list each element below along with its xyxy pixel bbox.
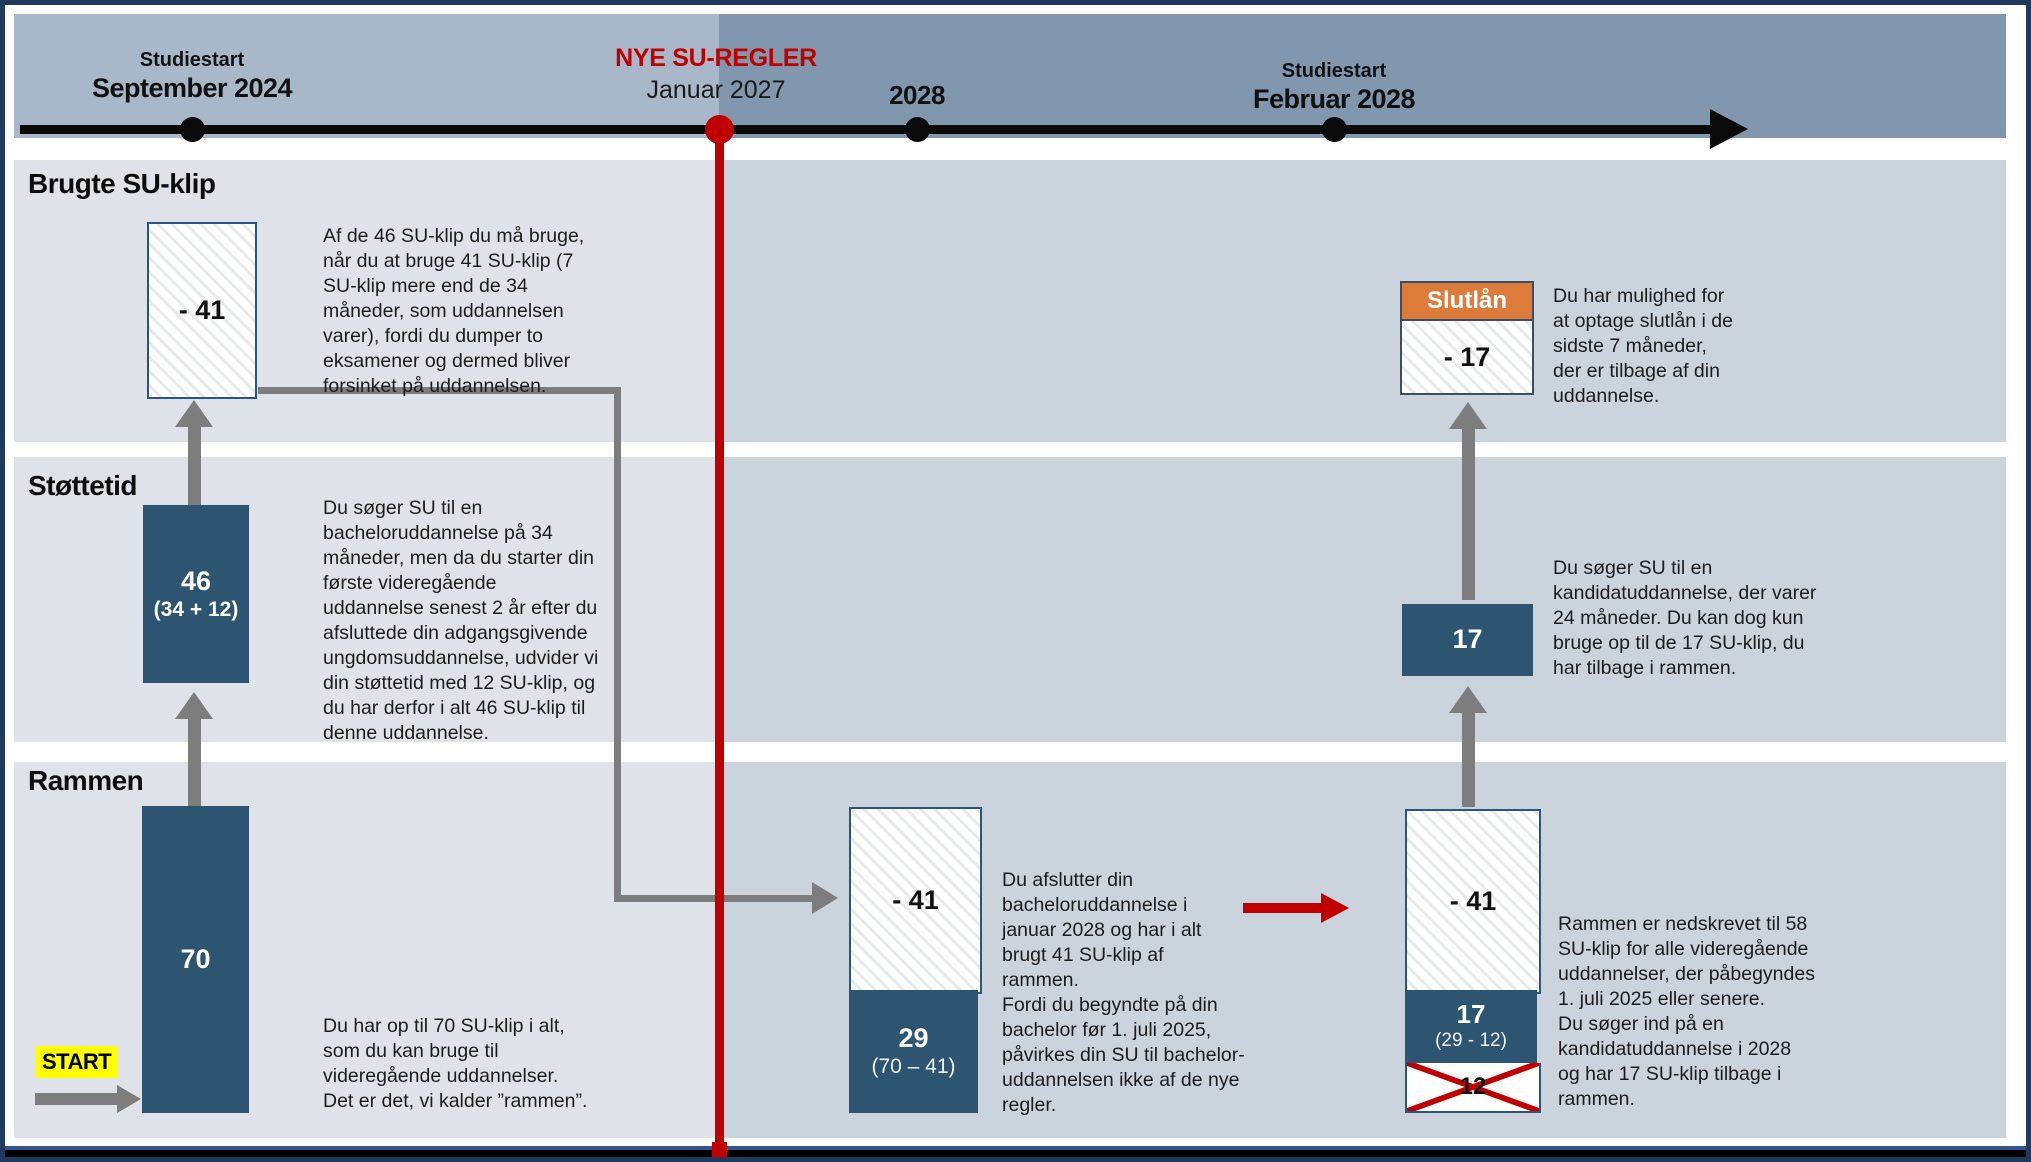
box-rammen-kandidat-removed-value: 12 (1459, 1073, 1487, 1100)
milestone-dot-2028 (905, 117, 930, 142)
bottom-blue-rule (5, 1146, 2026, 1150)
box-rammen-after-bachelor-used-value: - 41 (892, 885, 939, 915)
box-rammen-total: 70 (142, 806, 249, 1113)
arrow-up-17-to-slutlan-shaft (1462, 428, 1475, 600)
milestone-dot-februar-2028 (1322, 117, 1347, 142)
row-label-rammen: Rammen (28, 765, 144, 796)
elbow-connector-head (812, 882, 838, 914)
note-slutlan: Du har mulighed for at optage slutlån i … (1553, 285, 1733, 407)
box-brugte-bachelor: - 41 (147, 222, 257, 399)
note-rammen-after-bachelor: Du afslutter din bacheloruddannelse i ja… (1002, 869, 1245, 1116)
arrow-up-70-to-46-shaft (188, 718, 201, 806)
new-rules-title: NYE SU-REGLER (615, 44, 817, 72)
elbow-connector-bottom (614, 895, 814, 902)
start-arrow-head (117, 1085, 141, 1113)
red-transition-arrow-shaft (1243, 903, 1323, 913)
red-cross-icon (1407, 1063, 1539, 1111)
box-stottetid-bachelor-value: 46 (180, 565, 212, 596)
elbow-connector-vertical (614, 387, 621, 902)
arrow-up-17-to-slutlan-head (1449, 402, 1487, 429)
timeline-arrowhead-icon (1710, 109, 1748, 149)
note-brugte-bachelor: Af de 46 SU-klip du må bruge, når du at … (323, 225, 585, 397)
start-arrow-shaft (35, 1093, 119, 1105)
milestone-label-2028: 2028 (889, 80, 945, 110)
arrow-up-46-to-41-shaft (188, 426, 201, 505)
note-stottetid-kandidat: Du søger SU til en kandidatuddannelse, d… (1553, 557, 1817, 679)
box-rammen-total-value: 70 (180, 943, 211, 974)
box-rammen-after-bachelor: 29 (70 – 41) (849, 990, 978, 1113)
box-rammen-after-bachelor-used: - 41 (849, 807, 982, 994)
box-stottetid-kandidat: 17 (1402, 604, 1533, 676)
box-stottetid-kandidat-value: 17 (1452, 624, 1483, 655)
arrow-up-46-to-41-head (175, 400, 213, 427)
header-band-right (719, 14, 2006, 138)
slutlan-title: Slutlån (1402, 283, 1532, 321)
note-rammen-kandidat: Rammen er nedskrevet til 58 SU-klip for … (1558, 913, 1815, 1110)
band-brugte-right (719, 160, 2006, 442)
row-label-stottetid: Støttetid (28, 470, 138, 501)
box-rammen-kandidat-value: 17 (1456, 999, 1486, 1030)
box-rammen-after-bachelor-value: 29 (898, 1023, 929, 1054)
new-rules-divider-foot (712, 1142, 727, 1162)
milestone-kicker-september-2024: Studiestart (139, 49, 245, 71)
milestone-label-september-2024: September 2024 (91, 73, 293, 103)
arrow-up-rammen-to-17-head (1449, 686, 1487, 713)
milestone-dot-september-2024 (180, 117, 205, 142)
red-transition-arrow-head (1321, 893, 1349, 923)
box-rammen-kandidat: 17 (29 - 12) (1405, 990, 1537, 1063)
box-brugte-bachelor-value: - 41 (178, 295, 226, 325)
band-stottetid-left (14, 457, 719, 742)
milestone-label-februar-2028: Februar 2028 (1252, 84, 1416, 114)
box-stottetid-bachelor-detail: (34 + 12) (153, 597, 239, 621)
elbow-connector-top (258, 387, 621, 394)
start-badge: START (36, 1046, 118, 1078)
box-slutlan: Slutlån - 17 (1400, 281, 1534, 395)
new-rules-divider-line (715, 129, 724, 1162)
new-rules-date: Januar 2027 (646, 76, 786, 104)
box-rammen-kandidat-used-value: - 41 (1449, 886, 1497, 916)
band-rammen-left (14, 762, 719, 1138)
band-stottetid-right (719, 457, 2006, 742)
row-label-brugte-su-klip: Brugte SU-klip (28, 168, 216, 199)
bottom-black-bar (5, 1150, 2026, 1162)
header-band-left (14, 14, 719, 138)
box-rammen-kandidat-detail: (29 - 12) (1435, 1030, 1507, 1052)
box-rammen-kandidat-removed: 12 (1405, 1063, 1541, 1113)
timeline-axis (20, 125, 1712, 134)
box-rammen-after-bachelor-detail: (70 – 41) (871, 1055, 956, 1079)
box-stottetid-bachelor: 46 (34 + 12) (143, 505, 249, 683)
note-stottetid-bachelor: Du søger SU til en bacheloruddannelse på… (323, 497, 599, 744)
milestone-kicker-februar-2028: Studiestart (1281, 60, 1387, 82)
band-brugte-left (14, 160, 719, 442)
note-rammen-total: Du har op til 70 SU-klip i alt, som du k… (323, 1015, 588, 1112)
slutlan-value: - 17 (1443, 341, 1491, 372)
arrow-up-rammen-to-17-shaft (1462, 712, 1475, 807)
arrow-up-70-to-46-head (175, 692, 213, 719)
box-rammen-kandidat-used: - 41 (1405, 809, 1541, 994)
